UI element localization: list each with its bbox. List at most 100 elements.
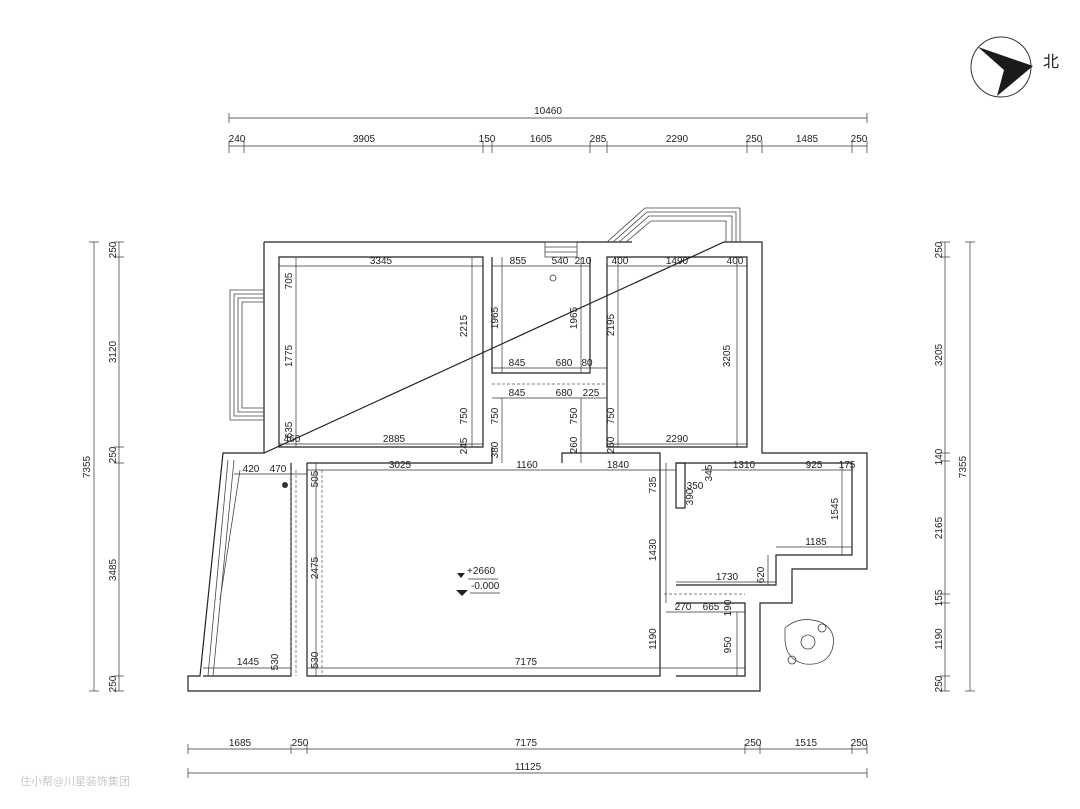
top-seg-3: 150 xyxy=(479,134,496,145)
dim-1965-b: 1965 xyxy=(569,306,580,329)
top-seg-7: 250 xyxy=(746,134,763,145)
bottom-seg-6: 250 xyxy=(851,738,868,749)
plant-icon xyxy=(784,619,834,665)
left-seg-3: 250 xyxy=(108,446,119,463)
right-seg-5: 155 xyxy=(934,589,945,606)
dim-190: 190 xyxy=(723,599,734,616)
right-seg-4: 2165 xyxy=(934,516,945,539)
bottom-seg-3: 7175 xyxy=(515,738,538,749)
dim-7175: 7175 xyxy=(515,657,538,668)
dim-855: 855 xyxy=(510,256,527,267)
dim-260-a: 260 xyxy=(569,436,580,453)
right-seg-2: 3205 xyxy=(934,343,945,366)
right-seg-3: 140 xyxy=(934,448,945,465)
top-seg-6: 2290 xyxy=(666,134,689,145)
top-seg-9: 250 xyxy=(851,134,868,145)
bottom-overall-label: 11125 xyxy=(515,762,542,773)
top-seg-5: 285 xyxy=(590,134,607,145)
north-bay-window xyxy=(606,207,741,243)
dim-705: 705 xyxy=(284,272,295,289)
dim-245: 245 xyxy=(459,437,470,454)
left-seg-4: 3485 xyxy=(108,558,119,581)
column-stub xyxy=(675,462,686,509)
dim-530-b: 530 xyxy=(310,651,321,668)
dim-635: 635 xyxy=(284,421,295,438)
balcony-railing xyxy=(207,459,241,677)
interior-dimensions: 3345 705 1775 635 2215 460 2885 750 245 … xyxy=(203,256,856,676)
right-seg-1: 250 xyxy=(934,241,945,258)
dim-345: 345 xyxy=(704,464,715,481)
right-overall-label: 7355 xyxy=(958,455,969,478)
left-seg-1: 250 xyxy=(108,241,119,258)
dim-350: 350 xyxy=(687,481,704,492)
dim-1490: 1490 xyxy=(666,256,689,267)
dim-925: 925 xyxy=(806,460,823,471)
top-dimension-overall: 10460 xyxy=(228,106,868,123)
left-dimension-overall: 7355 xyxy=(82,241,99,692)
dim-400-b: 400 xyxy=(727,256,744,267)
elevation-base: -0.000 xyxy=(471,581,500,592)
dim-540: 540 xyxy=(552,256,569,267)
fixture-icon xyxy=(549,274,557,282)
top-seg-1: 240 xyxy=(229,134,246,145)
elevation-up-icon xyxy=(457,573,465,578)
dim-750-c: 750 xyxy=(569,407,580,424)
dim-1775: 1775 xyxy=(284,344,295,367)
dim-2885: 2885 xyxy=(383,434,406,445)
stair-step xyxy=(544,241,578,258)
dim-420: 420 xyxy=(243,464,260,475)
dim-950: 950 xyxy=(723,636,734,653)
bottom-dimension-overall: 11125 xyxy=(187,762,868,778)
dim-2195: 2195 xyxy=(606,313,617,336)
left-seg-5: 250 xyxy=(108,675,119,692)
dim-3205: 3205 xyxy=(722,344,733,367)
dim-1160: 1160 xyxy=(516,460,538,471)
dim-260-b: 260 xyxy=(606,436,617,453)
dim-680-b: 680 xyxy=(556,388,573,399)
dim-380: 380 xyxy=(490,441,501,458)
dim-2475: 2475 xyxy=(310,556,321,579)
north-arrow-icon xyxy=(978,47,1033,96)
dim-620: 620 xyxy=(756,566,767,583)
dim-3345: 3345 xyxy=(370,256,393,267)
dim-400-a: 400 xyxy=(612,256,629,267)
top-overall-label: 10460 xyxy=(534,106,562,117)
dim-390: 390 xyxy=(685,488,696,505)
bottom-seg-1: 1685 xyxy=(229,738,252,749)
dim-1730: 1730 xyxy=(716,572,739,583)
dim-3025: 3025 xyxy=(389,460,412,471)
dim-175: 175 xyxy=(839,460,856,471)
dim-680-a: 680 xyxy=(556,358,573,369)
north-label: 北 xyxy=(1043,52,1059,71)
elevation-base-icon xyxy=(456,590,468,596)
dim-2215: 2215 xyxy=(459,314,470,337)
bottom-seg-4: 250 xyxy=(745,738,762,749)
dim-470: 470 xyxy=(270,464,287,475)
watermark: 住小帮@川星装饰集团 xyxy=(20,774,130,788)
bottom-seg-2: 250 xyxy=(292,738,309,749)
dim-735: 735 xyxy=(648,476,659,493)
top-seg-4: 1605 xyxy=(530,134,553,145)
top-seg-8: 1485 xyxy=(796,134,819,145)
right-seg-7: 250 xyxy=(934,675,945,692)
dim-845-b: 845 xyxy=(509,388,526,399)
dim-80: 80 xyxy=(581,358,593,369)
bottom-dimension-segments: 1685 250 7175 250 1515 250 xyxy=(187,738,868,754)
dim-1545: 1545 xyxy=(830,497,841,520)
top-seg-2: 3905 xyxy=(353,134,376,145)
dim-2290: 2290 xyxy=(666,434,689,445)
dim-665: 665 xyxy=(703,602,720,613)
dim-845-a: 845 xyxy=(509,358,526,369)
dim-210: 210 xyxy=(575,256,592,267)
dim-460: 460 xyxy=(284,434,301,445)
left-dimension-segments: 250 3120 250 3485 250 xyxy=(108,241,124,692)
dim-1445: 1445 xyxy=(237,657,260,668)
north-compass: 北 xyxy=(970,36,1059,98)
dim-750-b: 750 xyxy=(490,407,501,424)
dim-270: 270 xyxy=(675,602,692,613)
right-dimension-segments: 250 3205 140 2165 155 1190 250 xyxy=(934,241,950,692)
elevation-marker: +2660 -0.000 xyxy=(456,566,500,596)
dim-1430: 1430 xyxy=(648,538,659,561)
left-seg-2: 3120 xyxy=(108,340,119,363)
